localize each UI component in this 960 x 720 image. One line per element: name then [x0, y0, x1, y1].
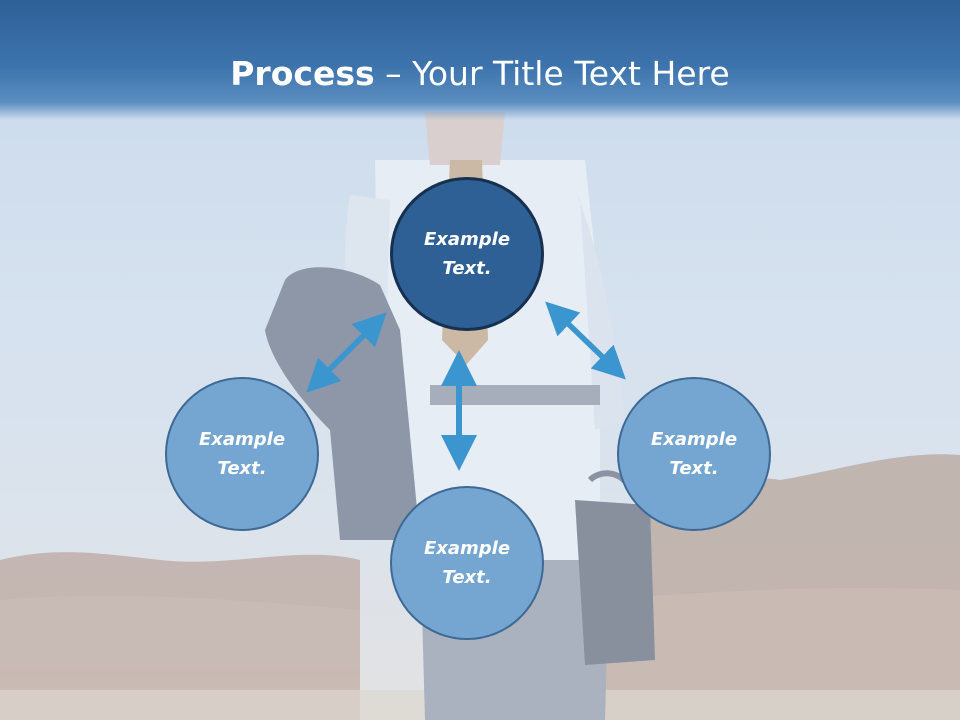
node-right-line2: Text.: [669, 458, 719, 479]
process-node-bottom: Example Text.: [390, 486, 544, 640]
node-right-line1: Example: [650, 429, 738, 450]
title-rest: – Your Title Text Here: [374, 54, 730, 93]
node-left-line2: Text.: [217, 458, 267, 479]
node-top-line1: Example: [423, 229, 511, 250]
slide-title: Process – Your Title Text Here: [0, 52, 960, 96]
process-node-right: Example Text.: [617, 377, 771, 531]
node-top-line2: Text.: [442, 258, 492, 279]
title-bold: Process: [230, 54, 375, 93]
node-bottom-line1: Example: [423, 538, 511, 559]
process-node-top: Example Text.: [390, 177, 544, 331]
title-bar: [0, 0, 960, 120]
node-left-line1: Example: [198, 429, 286, 450]
process-node-left: Example Text.: [165, 377, 319, 531]
node-bottom-line2: Text.: [442, 567, 492, 588]
